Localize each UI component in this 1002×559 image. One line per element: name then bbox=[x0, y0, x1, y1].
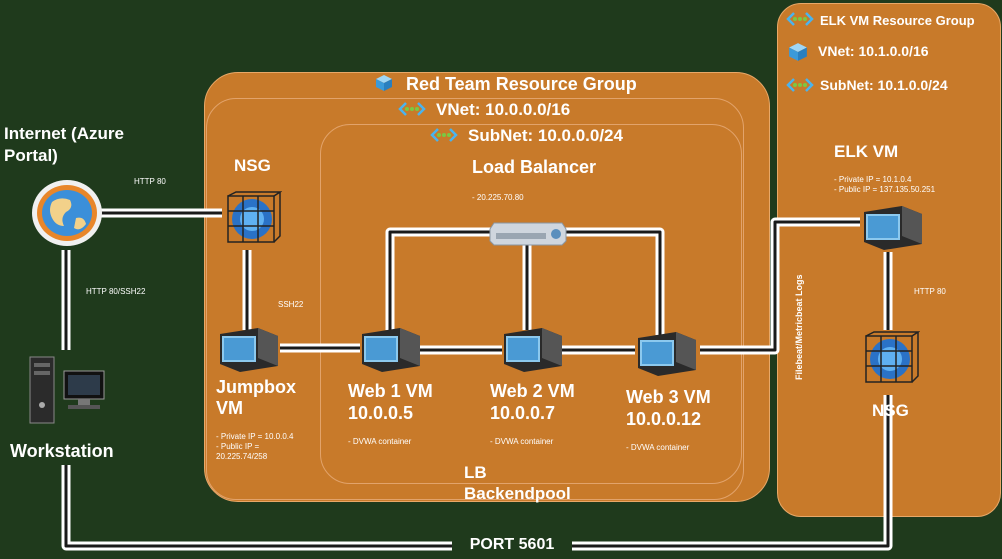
elk-subnet-icon bbox=[786, 77, 814, 98]
link-elk-nsg: HTTP 80 bbox=[914, 287, 946, 296]
backendpool-line1: LB bbox=[464, 463, 487, 482]
subnet-icon bbox=[430, 127, 458, 148]
web2-note: - DVWA container bbox=[490, 437, 554, 446]
load-balancer-ip: - 20.225.70.80 bbox=[472, 193, 524, 202]
vnet-box bbox=[206, 98, 744, 500]
web3-ip: 10.0.0.12 bbox=[626, 409, 702, 429]
elk-group-icon bbox=[786, 11, 814, 32]
elk-vm-icon bbox=[860, 204, 926, 255]
elk-private-ip: - Private IP = 10.1.0.4 bbox=[834, 175, 912, 184]
web1-name: Web 1 VM bbox=[348, 381, 433, 401]
load-balancer-label: Load Balancer bbox=[472, 157, 597, 177]
web2-ip: 10.0.0.7 bbox=[490, 403, 556, 423]
internet-globe-icon bbox=[30, 178, 104, 253]
jumpbox-label-line2: VM bbox=[216, 398, 243, 418]
web2-vm-icon bbox=[500, 326, 566, 377]
elk-public-ip: - Public IP = 137.135.50.251 bbox=[834, 185, 936, 194]
jumpbox-public-ip-line2: 20.225.74/258 bbox=[216, 452, 268, 461]
elk-nsg-label: NSG bbox=[872, 401, 909, 420]
jumpbox-label-line1: Jumpbox bbox=[216, 377, 297, 397]
web3-note: - DVWA container bbox=[626, 443, 690, 452]
backendpool-line2: Backendpool bbox=[464, 484, 571, 503]
vnet-label: VNet: 10.0.0.0/16 bbox=[436, 100, 571, 119]
elk-subnet-label: SubNet: 10.1.0.0/24 bbox=[820, 77, 948, 93]
red-team-resource-group bbox=[204, 72, 770, 502]
web1-ip: 10.0.0.5 bbox=[348, 403, 414, 423]
elk-vnet-cube-icon bbox=[788, 42, 808, 67]
elk-group-title: ELK VM Resource Group bbox=[820, 13, 975, 28]
vnet-icon bbox=[398, 101, 426, 122]
workstation-label: Workstation bbox=[10, 441, 114, 461]
jumpbox-public-ip-line1: - Public IP = bbox=[216, 442, 260, 451]
resource-group-cube-icon bbox=[375, 74, 393, 97]
jumpbox-private-ip: - Private IP = 10.0.0.4 bbox=[216, 432, 294, 441]
port-label: PORT 5601 bbox=[452, 536, 572, 554]
elk-nsg-icon bbox=[860, 330, 921, 393]
elk-vm-label: ELK VM bbox=[834, 142, 899, 161]
nsg-icon bbox=[222, 190, 283, 253]
link-internet-nsg: HTTP 80 bbox=[134, 177, 166, 186]
subnet-box bbox=[320, 124, 742, 484]
red-team-title: Red Team Resource Group bbox=[406, 74, 637, 94]
web1-note: - DVWA container bbox=[348, 437, 412, 446]
link-nsg-jumpbox: SSH22 bbox=[278, 300, 304, 309]
link-elk-logs: Filebeat/Metricbeat Logs bbox=[794, 274, 804, 380]
load-balancer-icon bbox=[488, 219, 568, 252]
elk-vnet-label: VNet: 10.1.0.0/16 bbox=[818, 43, 929, 59]
jumpbox-vm-icon bbox=[216, 326, 282, 377]
workstation-icon bbox=[28, 355, 106, 432]
web1-vm-icon bbox=[358, 326, 424, 377]
link-internet-workstation: HTTP 80/SSH22 bbox=[86, 287, 146, 296]
web3-name: Web 3 VM bbox=[626, 387, 711, 407]
subnet-label: SubNet: 10.0.0.0/24 bbox=[468, 126, 623, 145]
web3-vm-icon bbox=[634, 330, 700, 381]
web2-name: Web 2 VM bbox=[490, 381, 575, 401]
nsg-label: NSG bbox=[234, 156, 271, 175]
internet-label: Internet (Azure Portal) bbox=[4, 124, 124, 165]
